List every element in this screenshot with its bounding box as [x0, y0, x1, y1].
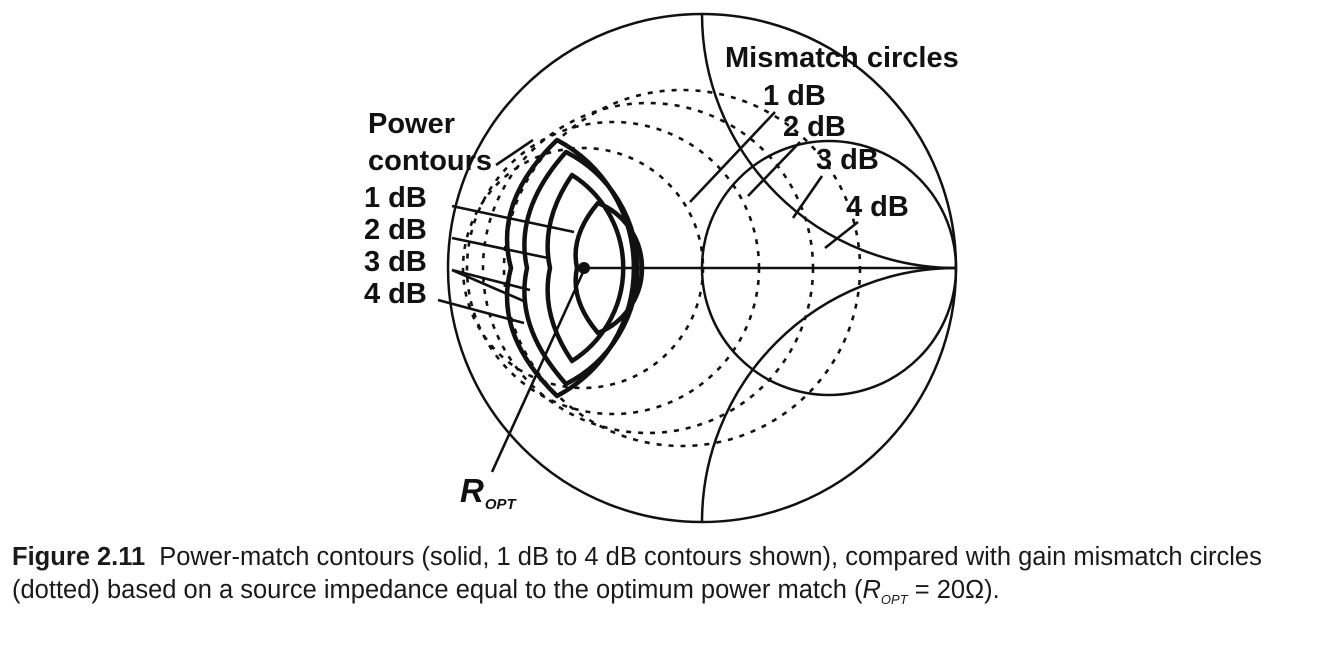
mismatch-circle-2db: [465, 120, 761, 416]
power-label-1db: 1 dB: [364, 182, 427, 214]
mismatch-label-1db: 1 dB: [763, 80, 826, 112]
power-label-2db: 2 dB: [364, 214, 427, 246]
power-label-4db: 4 dB: [364, 278, 427, 310]
mismatch-circle-3db: [481, 101, 815, 435]
caption-text-1: Power-match contours (solid, 1 dB to 4 d…: [12, 543, 1262, 604]
power-contours-title-line2: contours: [368, 145, 492, 177]
leader-mismatch-2db: [747, 141, 801, 197]
mismatch-label-3db: 3 dB: [816, 144, 879, 176]
power-contour-4db: [504, 137, 637, 399]
reactance-arc-lower: [700, 266, 957, 523]
leader-power-3db-b: [451, 268, 527, 304]
mismatch-circles-title: Mismatch circles: [725, 42, 959, 74]
smith-chart-diagram: Mismatch circles 1 dB 2 dB 3 dB 4 dB Pow…: [364, 12, 959, 524]
leader-mismatch-3db: [791, 175, 824, 219]
mismatch-label-4db: 4 dB: [846, 191, 909, 223]
power-label-3db: 3 dB: [364, 246, 427, 278]
reactance-arc-upper: [700, 13, 957, 270]
leader-power-title: [495, 138, 534, 167]
power-contour-2db: [545, 172, 626, 364]
leader-r-opt: [490, 269, 586, 473]
power-contours-title-line1: Power: [368, 108, 455, 140]
r-opt-point: [578, 262, 590, 274]
caption-text-2: = 20Ω).: [907, 576, 1000, 604]
leader-power-3db: [451, 268, 531, 292]
leader-mismatch-1db: [689, 111, 776, 203]
leader-mismatch-4db: [824, 220, 859, 250]
leader-power-2db: [451, 236, 549, 260]
caption-r-opt: ROPT: [862, 576, 908, 608]
mismatch-circle-4db: [502, 88, 862, 448]
r-opt-label: ROPT: [460, 472, 518, 513]
leader-power-4db: [437, 298, 525, 325]
leader-power-1db: [451, 204, 575, 234]
figure-label: Figure 2.11: [12, 543, 146, 571]
mismatch-circle-1db: [461, 146, 705, 390]
mismatch-label-2db: 2 dB: [783, 111, 846, 143]
